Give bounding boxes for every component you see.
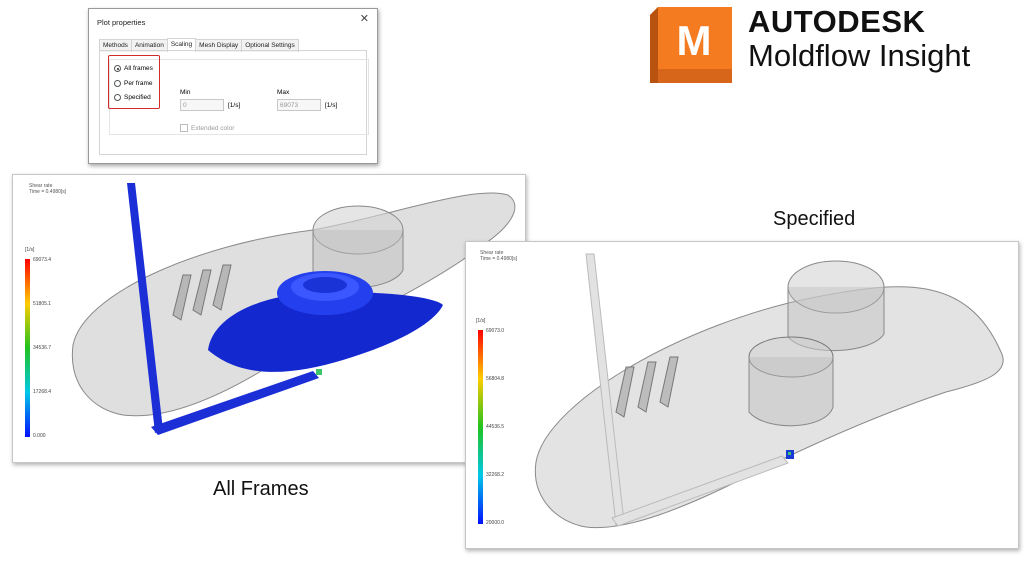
radio-per-frame[interactable]: Per frame bbox=[114, 80, 153, 87]
scale-label: 20000.0 bbox=[486, 520, 505, 526]
result-name: Shear rate bbox=[29, 183, 53, 189]
radio-icon[interactable] bbox=[114, 80, 121, 87]
radio-selected-icon[interactable] bbox=[114, 65, 121, 72]
scale-label: 51805.1 bbox=[33, 301, 52, 307]
time-label: Time = 0.4980[s] bbox=[29, 189, 67, 195]
radio-icon[interactable] bbox=[114, 94, 121, 101]
result-panel-specified: Shear rate Time = 0.4980[s] [1/s] 69073.… bbox=[465, 241, 1019, 549]
model-view-all-frames bbox=[25, 183, 516, 437]
max-label: Max bbox=[277, 89, 290, 96]
logo-letter: M bbox=[677, 17, 712, 64]
scale-label: 69073.4 bbox=[33, 257, 52, 263]
brand-name: AUTODESK bbox=[748, 4, 926, 39]
close-icon[interactable]: ✕ bbox=[359, 13, 369, 25]
scaling-group bbox=[109, 59, 369, 135]
model-view-specified bbox=[478, 253, 1004, 529]
min-field[interactable]: 0 bbox=[180, 99, 224, 111]
product-name: Moldflow Insight bbox=[748, 38, 971, 73]
scaling-pane bbox=[99, 50, 369, 155]
time-label: Time = 0.4980[s] bbox=[480, 256, 518, 262]
runner-horizontal bbox=[611, 455, 789, 527]
max-field[interactable]: 69073 bbox=[277, 99, 321, 111]
min-unit: [1/s] bbox=[228, 102, 241, 109]
radio-label: Specified bbox=[124, 94, 151, 101]
moldflow-logo-icon: M bbox=[650, 7, 732, 83]
extended-color-label: Extended color bbox=[191, 124, 235, 132]
max-unit: [1/s] bbox=[325, 102, 338, 109]
scale-label: 17268.4 bbox=[33, 389, 52, 395]
scale-label: 44536.5 bbox=[486, 424, 505, 430]
min-label: Min bbox=[180, 89, 191, 96]
scale-unit: [1/s] bbox=[476, 318, 486, 324]
radio-label: Per frame bbox=[124, 80, 153, 87]
caption-all-frames: All Frames bbox=[213, 478, 309, 500]
part-housing-shape bbox=[534, 286, 1004, 529]
filled-region bbox=[208, 292, 443, 372]
runner-horizontal bbox=[151, 371, 319, 435]
scale-label: 56804.8 bbox=[486, 376, 505, 382]
scale-label: 69073.0 bbox=[486, 328, 505, 334]
scale-unit: [1/s] bbox=[25, 247, 35, 253]
plot-properties-dialog: Plot properties ✕ Methods Animation Scal… bbox=[88, 8, 378, 164]
tab-optional-settings[interactable]: Optional Settings bbox=[241, 39, 299, 52]
dialog-title: Plot properties bbox=[97, 18, 146, 27]
radio-specified[interactable]: Specified bbox=[114, 94, 151, 101]
result-name: Shear rate bbox=[480, 250, 504, 256]
color-scale-bar bbox=[478, 330, 483, 524]
tab-scaling[interactable]: Scaling bbox=[166, 38, 197, 51]
extended-color-checkbox[interactable]: Extended color bbox=[180, 124, 234, 132]
scale-label: 32268.2 bbox=[486, 472, 505, 478]
highlight-box bbox=[108, 55, 160, 109]
color-scale-bar bbox=[25, 259, 30, 437]
radio-all-frames[interactable]: All frames bbox=[114, 65, 153, 72]
scale-label: 34536.7 bbox=[33, 345, 52, 351]
checkbox-icon[interactable] bbox=[180, 124, 188, 132]
tab-bar: Methods Animation Scaling Mesh Display O… bbox=[99, 38, 299, 52]
runner-vertical bbox=[127, 183, 163, 433]
scale-label: 0.000 bbox=[33, 433, 46, 439]
radio-label: All frames bbox=[124, 65, 153, 72]
result-panel-all-frames: Shear rate Time = 0.4980[s] [1/s] 69073.… bbox=[12, 174, 526, 463]
caption-specified: Specified bbox=[773, 208, 856, 230]
